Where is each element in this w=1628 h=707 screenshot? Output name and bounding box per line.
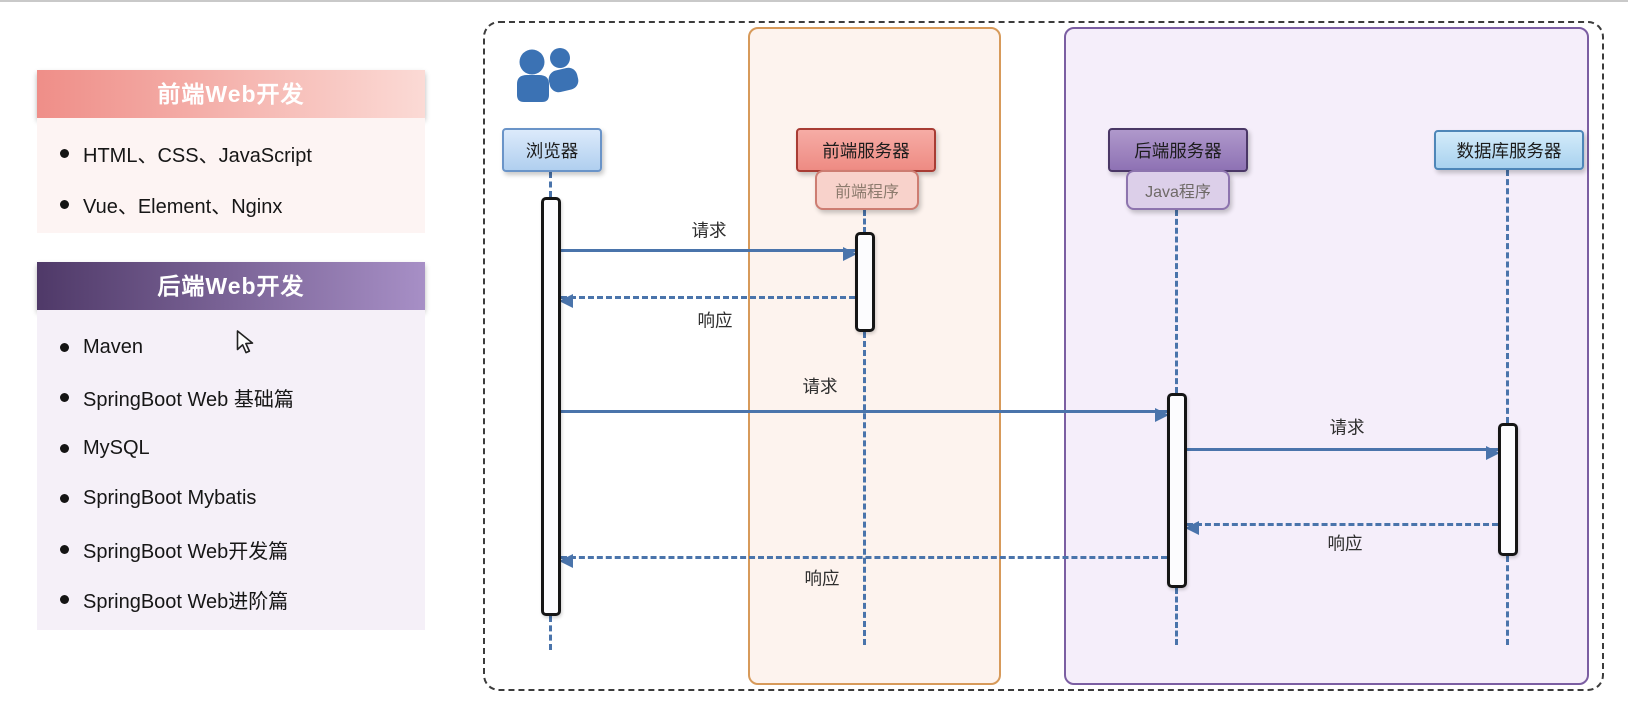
message-label: 请求 xyxy=(802,376,838,397)
arrowhead-right-icon xyxy=(1155,407,1169,422)
response-arrow-database-to-backend xyxy=(1185,520,1498,535)
browser-activation-bar xyxy=(541,197,561,616)
frontend-course-card: 前端Web开发 HTML、CSS、JavaScript Vue、Element、… xyxy=(37,70,425,233)
frontend-server-node: 前端服务器 xyxy=(796,128,936,172)
list-item: Maven xyxy=(37,322,425,373)
list-item-label: HTML、CSS、JavaScript xyxy=(83,145,312,167)
database-activation-bar xyxy=(1498,423,1518,556)
browser-lifeline xyxy=(549,172,552,197)
message-label: 响应 xyxy=(1327,533,1363,554)
database-server-lifeline xyxy=(1506,170,1509,423)
frontend-program-node: 前端程序 xyxy=(815,170,919,210)
arrowhead-left-icon xyxy=(559,553,573,568)
request-arrow-browser-to-backend xyxy=(561,407,1169,422)
backend-server-lifeline xyxy=(1175,588,1178,645)
backend-card-body: Maven SpringBoot Web 基础篇 MySQL SpringBoo… xyxy=(37,310,425,630)
bullet-icon xyxy=(60,342,69,352)
message-label: 响应 xyxy=(697,310,733,331)
list-item-label: SpringBoot Web开发篇 xyxy=(83,540,289,563)
database-server-lifeline xyxy=(1506,556,1509,645)
browser-lifeline xyxy=(549,616,552,650)
database-server-node: 数据库服务器 xyxy=(1434,130,1584,170)
bullet-icon xyxy=(60,149,69,158)
frontend-server-lifeline xyxy=(863,332,866,645)
list-item-label: SpringBoot Web 基础篇 xyxy=(83,389,294,412)
frontend-server-zone xyxy=(748,27,1001,685)
response-arrow-backend-to-browser xyxy=(559,553,1167,568)
request-arrow-browser-to-frontend xyxy=(561,246,857,261)
list-item-label: SpringBoot Web进阶篇 xyxy=(83,591,289,614)
frontend-server-lifeline xyxy=(863,210,866,233)
backend-server-lifeline xyxy=(1175,210,1178,393)
backend-server-node: 后端服务器 xyxy=(1108,128,1248,172)
users-icon xyxy=(512,46,580,113)
arrowhead-right-icon xyxy=(843,246,857,261)
list-item: SpringBoot Web开发篇 xyxy=(37,524,425,575)
bullet-icon xyxy=(60,200,69,209)
response-arrow-frontend-to-browser xyxy=(559,293,855,308)
bullet-icon xyxy=(60,544,69,554)
arrowhead-right-icon xyxy=(1486,445,1500,460)
top-divider xyxy=(0,0,1628,2)
bullet-icon xyxy=(60,595,69,605)
bullet-icon xyxy=(60,494,69,504)
list-item-label: SpringBoot Mybatis xyxy=(83,487,257,510)
frontend-activation-bar xyxy=(855,232,875,332)
message-label: 请求 xyxy=(691,220,727,241)
list-item: HTML、CSS、JavaScript xyxy=(37,128,425,179)
list-item: SpringBoot Web 基础篇 xyxy=(37,373,425,424)
bullet-icon xyxy=(60,393,69,403)
backend-card-title: 后端Web开发 xyxy=(37,262,425,310)
message-label: 请求 xyxy=(1329,417,1365,438)
backend-program-node: Java程序 xyxy=(1126,170,1230,210)
mouse-pointer-icon xyxy=(236,330,255,360)
list-item: SpringBoot Mybatis xyxy=(37,474,425,525)
frontend-card-title: 前端Web开发 xyxy=(37,70,425,118)
backend-server-zone xyxy=(1064,27,1589,685)
message-label: 响应 xyxy=(804,568,840,589)
arrowhead-left-icon xyxy=(1185,520,1199,535)
browser-node: 浏览器 xyxy=(502,128,602,172)
list-item-label: Vue、Element、Nginx xyxy=(83,196,283,218)
list-item: MySQL xyxy=(37,423,425,474)
backend-course-card: 后端Web开发 Maven SpringBoot Web 基础篇 MySQL S… xyxy=(37,262,425,630)
list-item: Vue、Element、Nginx xyxy=(37,179,425,230)
frontend-card-body: HTML、CSS、JavaScript Vue、Element、Nginx xyxy=(37,118,425,233)
bullet-icon xyxy=(60,443,69,453)
list-item: SpringBoot Web进阶篇 xyxy=(37,575,425,626)
request-arrow-backend-to-database xyxy=(1187,445,1500,460)
list-item-label: Maven xyxy=(83,335,144,358)
list-item-label: MySQL xyxy=(83,436,150,459)
arrowhead-left-icon xyxy=(559,293,573,308)
backend-activation-bar xyxy=(1167,393,1187,588)
